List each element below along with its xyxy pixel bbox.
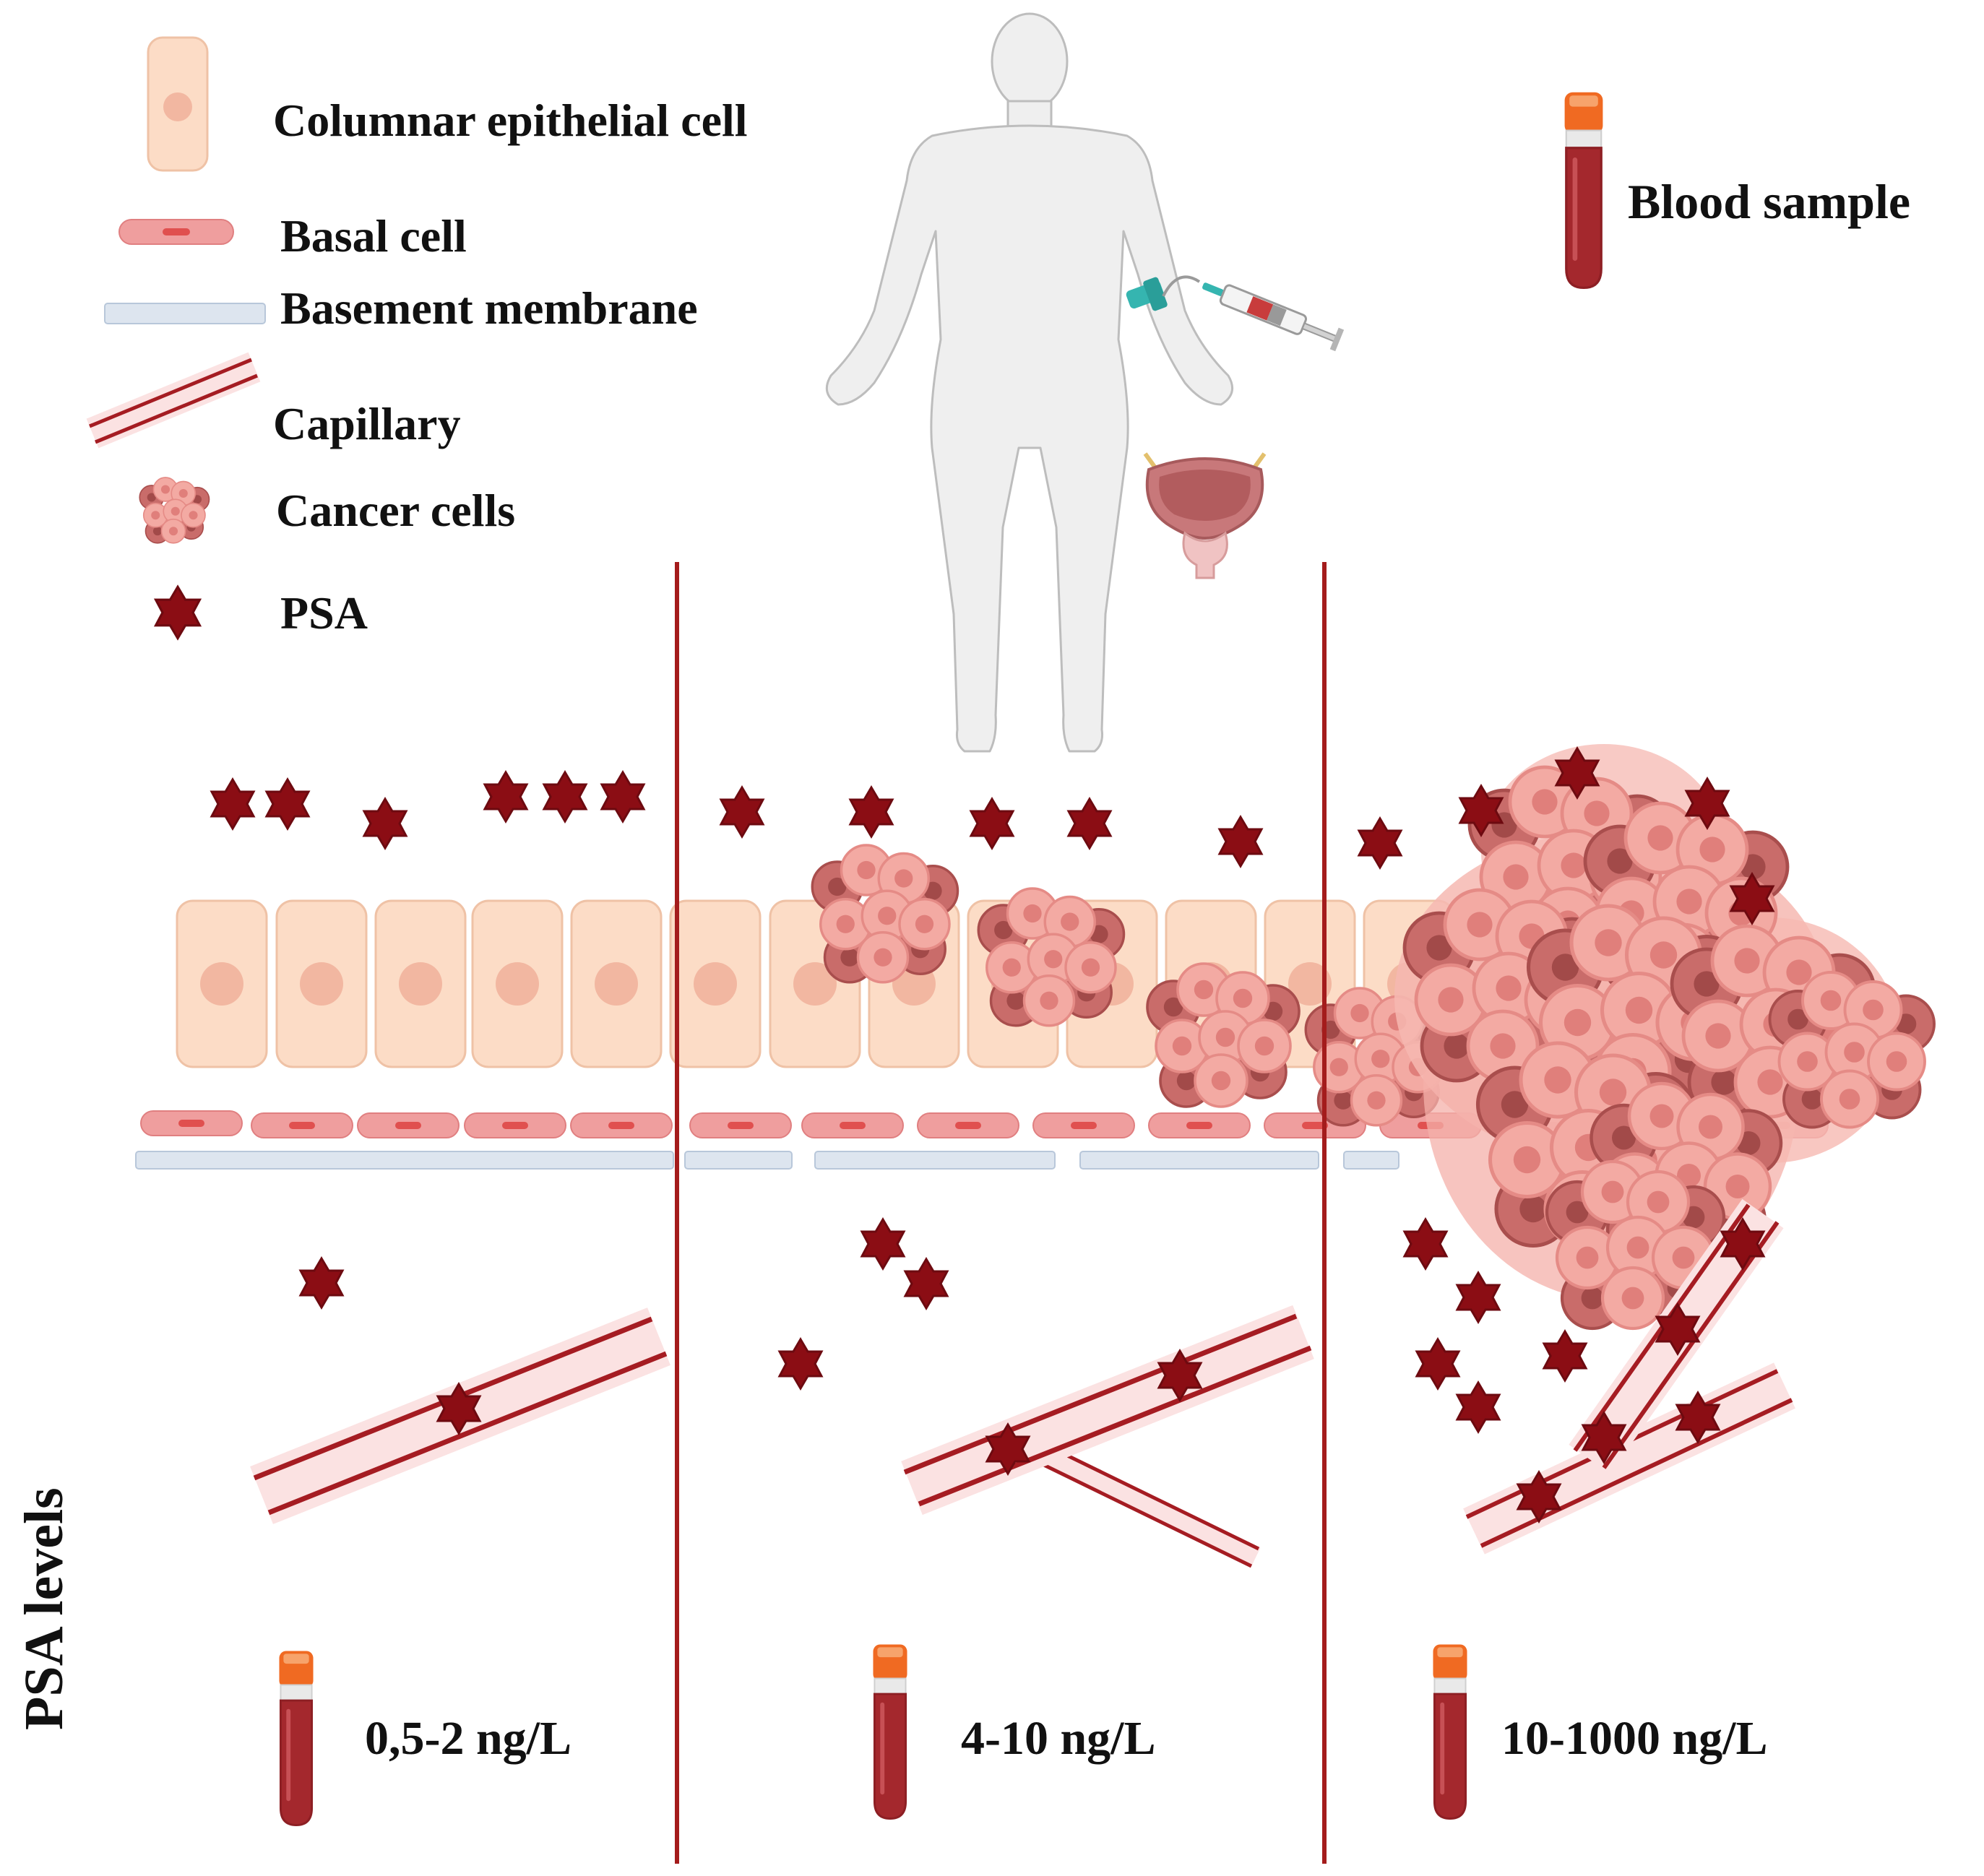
legend-cancer-label: Cancer cells	[276, 485, 515, 536]
tumor-mass	[1394, 744, 1934, 1328]
blood-tube-icon	[1432, 1643, 1468, 1820]
section-dividers	[675, 562, 1327, 1864]
basement-membrane	[135, 1151, 1399, 1170]
cancer-cluster	[812, 845, 957, 982]
legend-psa-label: PSA	[280, 587, 368, 639]
legend-basement-label: Basement membrane	[280, 282, 698, 334]
basement-membrane-icon	[104, 303, 266, 324]
cancer-cluster	[978, 889, 1123, 1026]
y-axis-label: PSA levels	[14, 1487, 74, 1730]
psa-level-label: 4-10 ng/L	[961, 1712, 1156, 1765]
psa-star-icon	[154, 585, 202, 640]
legend-columnar-label: Columnar epithelial cell	[273, 95, 748, 146]
psa-level-label: 10-1000 ng/L	[1501, 1712, 1768, 1765]
blood-tube-icon	[1563, 91, 1605, 290]
tourniquet-icon	[1126, 277, 1168, 311]
legend-capillary-label: Capillary	[273, 398, 461, 449]
blood-tube-icon	[872, 1643, 908, 1820]
capillary-icon	[86, 352, 261, 449]
basal-cell-icon	[118, 219, 234, 245]
cancer-cells-icon	[139, 477, 209, 543]
blood-sample-label: Blood sample	[1628, 174, 1910, 229]
human-body-icon	[825, 12, 1234, 753]
syringe-icon	[1162, 275, 1345, 352]
prostate-icon	[1143, 452, 1267, 579]
psa-level-label: 0,5-2 ng/L	[365, 1712, 572, 1765]
blood-tube-icon	[278, 1649, 314, 1826]
columnar-cell-icon	[147, 36, 209, 172]
cancer-cluster	[1147, 964, 1299, 1107]
legend: Columnar epithelial cell Basal cell Base…	[86, 36, 748, 640]
capillary	[901, 1305, 1314, 1568]
legend-basal-label: Basal cell	[280, 210, 467, 261]
